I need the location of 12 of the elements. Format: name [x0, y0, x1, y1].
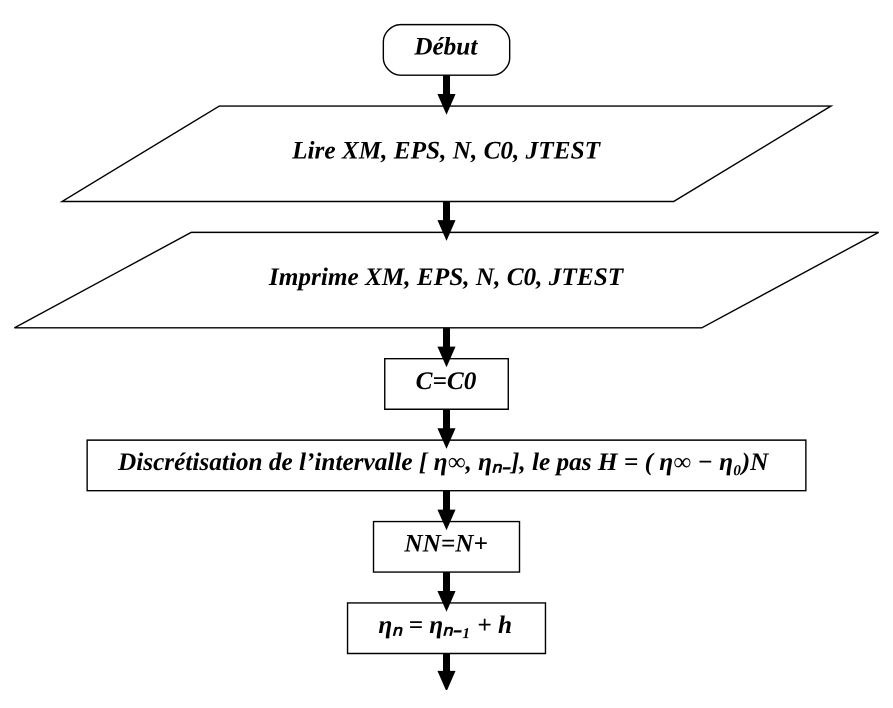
- node-box: NN=N+: [372, 520, 520, 572]
- arrow: [437, 408, 456, 448]
- arrow: [437, 653, 456, 690]
- arrow: [437, 201, 456, 240]
- arrow: [437, 74, 456, 114]
- node-box: Début: [382, 23, 510, 76]
- arrow: [437, 572, 456, 612]
- node-box: Discrétisation de l’intervalle [ η∞, ηₙ₋], le pas H = ( η∞ − η₀)N: [86, 438, 807, 491]
- arrow: [437, 327, 456, 367]
- node-box: C=C0: [384, 358, 509, 410]
- node-box: ηₙ = ηₙ₋₁ + h: [346, 602, 546, 654]
- arrow: [437, 490, 456, 530]
